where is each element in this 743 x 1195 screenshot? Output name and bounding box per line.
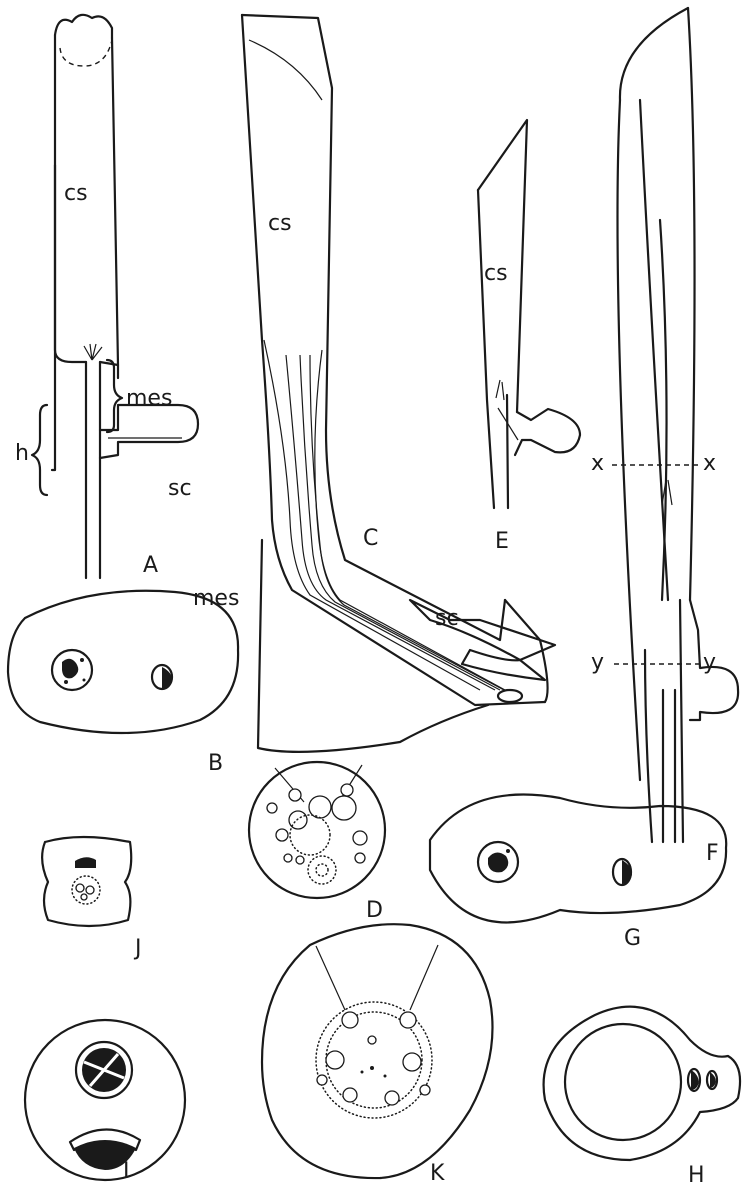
panel-label-h: H	[688, 1163, 705, 1188]
panel-f-seedling	[612, 8, 738, 842]
label-cs-c: cs	[268, 211, 292, 236]
panel-i-section	[25, 1020, 185, 1180]
panel-label-d: D	[366, 898, 383, 923]
panel-label-f: F	[706, 841, 719, 866]
panel-label-e: E	[495, 529, 509, 554]
label-sc-c: sc	[435, 606, 459, 631]
panel-label-c: C	[363, 526, 378, 551]
label-cs-e: cs	[484, 261, 508, 286]
panel-label-g: G	[624, 926, 641, 951]
label-h-a: h	[15, 441, 29, 466]
label-x-right: x	[703, 451, 716, 476]
panel-label-k: K	[430, 1161, 445, 1186]
label-y-right: y	[703, 650, 716, 675]
panel-label-b: B	[208, 751, 223, 776]
label-mes-c: mes	[193, 586, 239, 611]
panel-j-section	[42, 837, 131, 926]
panel-k-section	[262, 924, 493, 1178]
panel-label-a: A	[143, 553, 158, 578]
label-sc-a: sc	[168, 476, 192, 501]
panel-label-j: J	[133, 936, 142, 961]
panel-label-i: I	[123, 1159, 130, 1184]
panel-h-section	[544, 1007, 740, 1160]
label-mes-a: mes	[126, 386, 172, 411]
panel-c-seedling	[242, 15, 555, 752]
panel-b-section	[8, 591, 238, 733]
panel-d-section	[249, 762, 385, 898]
label-y-left: y	[591, 650, 604, 675]
label-x-left: x	[591, 451, 604, 476]
panel-e-seedling	[478, 120, 580, 508]
label-cs-a: cs	[64, 181, 88, 206]
